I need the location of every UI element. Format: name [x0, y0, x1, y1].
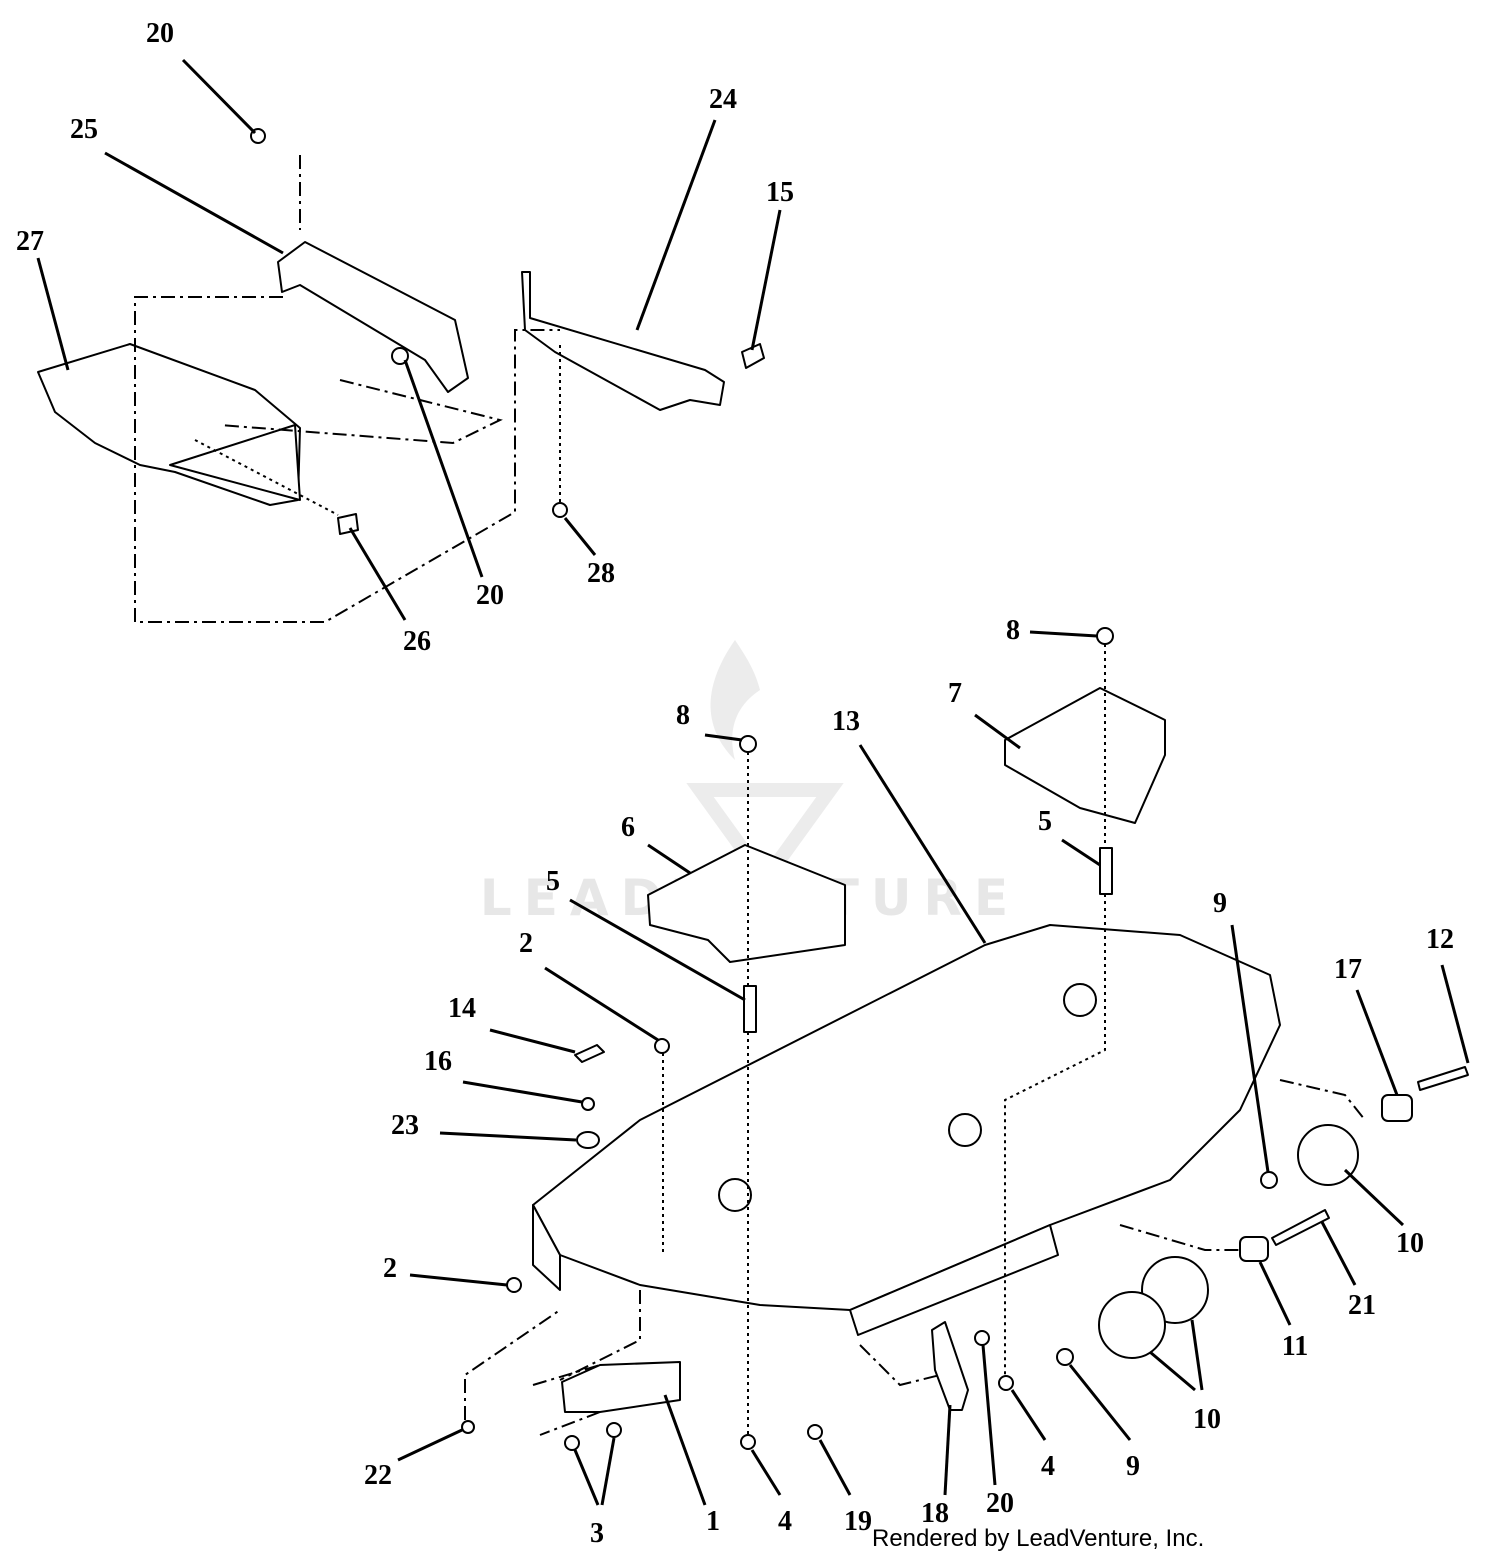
part-26-bolt: [337, 513, 359, 535]
spindle-hole-center: [948, 1113, 982, 1147]
callout-13: 13: [832, 706, 860, 737]
callout-10: 10: [1193, 1404, 1221, 1435]
callout-20: 20: [986, 1488, 1014, 1519]
part-20-washer: [974, 1330, 990, 1346]
part-9-nut-right: [1260, 1171, 1278, 1189]
part-13-skirt-left: [532, 1204, 561, 1291]
callout-24: 24: [709, 84, 737, 115]
callout-6: 6: [621, 812, 635, 843]
part-4-bolt-right: [998, 1375, 1014, 1391]
part-23-spacer: [576, 1131, 600, 1149]
part-24-bracket: [521, 271, 725, 411]
callout-5: 5: [1038, 806, 1052, 837]
callout-labels: 20 25 27 24 15 20 28 26 8 7 13 8 6 5 5 9…: [16, 18, 1454, 1549]
part-10-wheel-right: [1297, 1124, 1359, 1186]
part-19-bolt: [807, 1424, 823, 1440]
callout-14: 14: [448, 993, 476, 1024]
callout-27: 27: [16, 226, 44, 257]
credit-text: Rendered by LeadVenture, Inc.: [872, 1525, 1204, 1552]
part-9-nut-bottom: [1056, 1348, 1074, 1366]
part-5-pin-right: [1099, 847, 1113, 895]
part-22-bolt: [461, 1420, 475, 1434]
callout-9: 9: [1126, 1451, 1140, 1482]
callout-21: 21: [1348, 1290, 1376, 1321]
part-7-cover: [1004, 687, 1166, 824]
part-5-pin-left: [743, 985, 757, 1033]
part-8-bolt-left: [739, 735, 757, 753]
part-10-wheel-front: [1098, 1291, 1166, 1359]
callout-2: 2: [519, 928, 533, 959]
spindle-hole-right: [1063, 983, 1097, 1017]
part-21-bolt: [1271, 1209, 1330, 1246]
part-18-link: [931, 1321, 969, 1411]
part-3-bolt-a: [564, 1435, 580, 1451]
part-16-nut: [581, 1097, 595, 1111]
callout-9: 9: [1213, 888, 1227, 919]
callout-11: 11: [1282, 1331, 1308, 1362]
callout-20: 20: [146, 18, 174, 49]
spindle-hole-left: [718, 1178, 752, 1212]
callout-10: 10: [1396, 1228, 1424, 1259]
part-2-washer: [506, 1277, 522, 1293]
callout-19: 19: [844, 1506, 872, 1537]
part-20-nut: [391, 347, 409, 365]
leader-lines: [36, 58, 1470, 1506]
part-1-bracket: [561, 1361, 681, 1413]
part-4-bolt-left: [740, 1434, 756, 1450]
part-3-bolt-b: [606, 1422, 622, 1438]
part-27-flap: [169, 424, 301, 501]
callout-16: 16: [424, 1046, 452, 1077]
callout-20: 20: [476, 580, 504, 611]
callout-4: 4: [1041, 1451, 1055, 1482]
part-28-bolt: [552, 502, 568, 518]
part-13-deck: [532, 924, 1281, 1311]
callout-8: 8: [1006, 615, 1020, 646]
callout-1: 1: [706, 1506, 720, 1537]
callout-25: 25: [70, 114, 98, 145]
part-25-bracket: [277, 241, 469, 393]
part-11-spacer: [1239, 1236, 1269, 1262]
callout-17: 17: [1334, 954, 1362, 985]
callout-3: 3: [590, 1518, 604, 1549]
callout-23: 23: [391, 1110, 419, 1141]
part-14-clip: [574, 1044, 605, 1063]
callout-26: 26: [403, 626, 431, 657]
callout-5: 5: [546, 866, 560, 897]
callout-18: 18: [921, 1498, 949, 1529]
part-12-bolt: [1417, 1066, 1469, 1091]
callout-8: 8: [676, 700, 690, 731]
part-17-spacer: [1381, 1094, 1413, 1122]
callout-22: 22: [364, 1460, 392, 1491]
callout-7: 7: [948, 678, 962, 709]
callout-15: 15: [766, 177, 794, 208]
callout-4: 4: [778, 1506, 792, 1537]
callout-2: 2: [383, 1253, 397, 1284]
callout-12: 12: [1426, 924, 1454, 955]
part-6-cover: [647, 844, 846, 963]
callout-28: 28: [587, 558, 615, 589]
part-8-bolt-right: [1096, 627, 1114, 645]
